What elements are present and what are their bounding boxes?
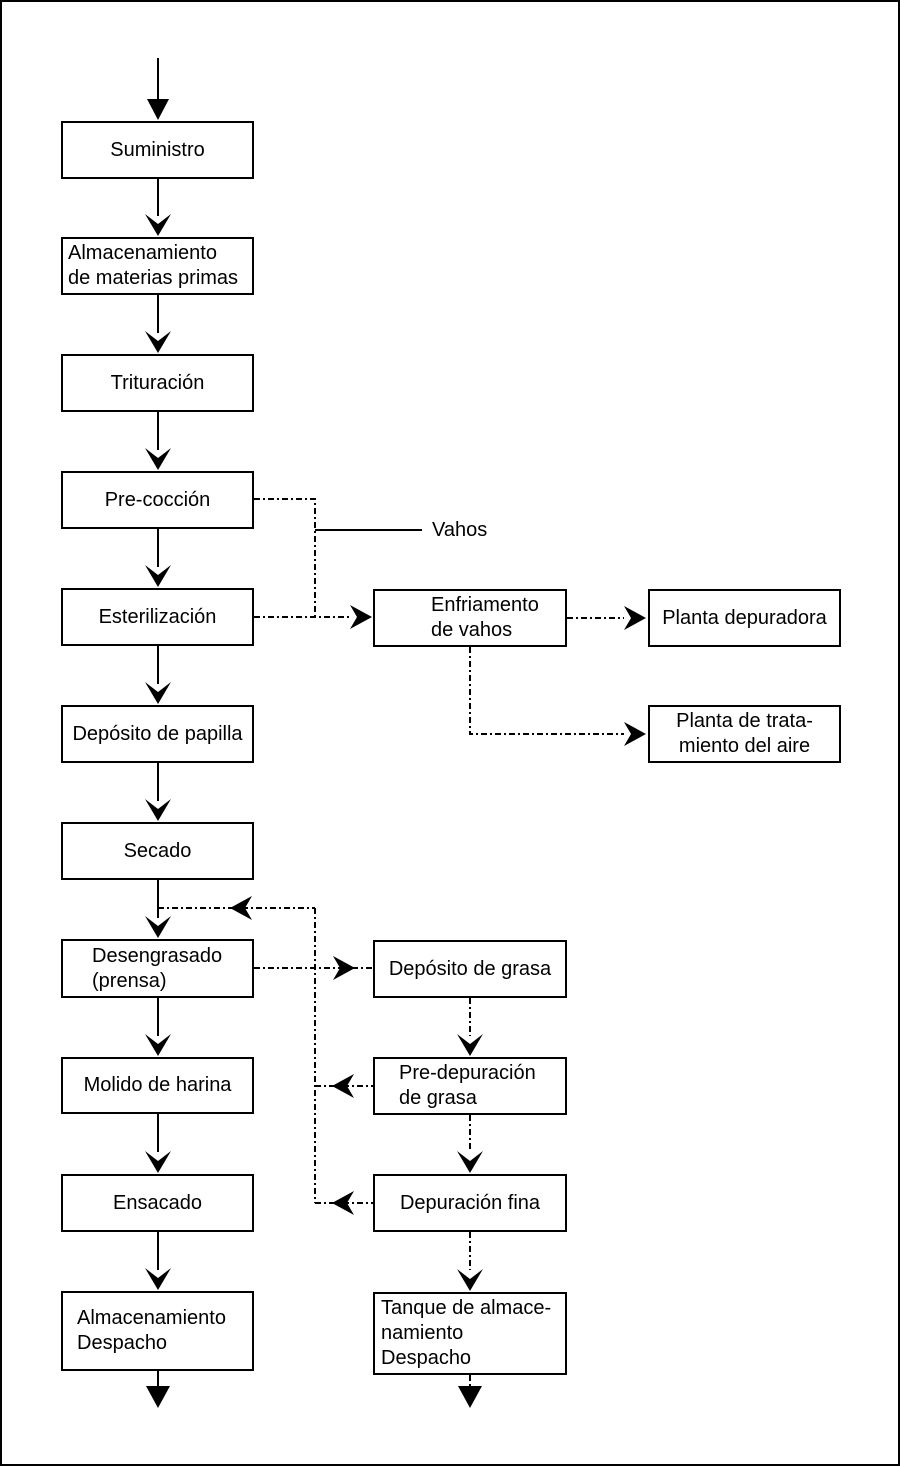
arrowhead-deposito-grasa-predepuracion bbox=[457, 1034, 483, 1056]
node-almacenamiento-despacho: Almacenamiento Despacho bbox=[61, 1291, 254, 1371]
arrowhead-grease-return bbox=[230, 896, 252, 920]
node-enfriamento-vahos: Enfriamento de vahos bbox=[373, 589, 567, 647]
node-suministro-label: Suministro bbox=[110, 138, 205, 161]
arrow-secado-desengrasado bbox=[145, 880, 171, 938]
node-tanque-almacenamiento-label: Tanque de almace- namiento Despacho bbox=[381, 1297, 552, 1369]
arrowhead-predepuracion-return bbox=[332, 1074, 354, 1098]
node-planta-depuradora: Planta depuradora bbox=[648, 589, 841, 647]
arrowhead-desengrasado-deposito-grasa bbox=[333, 956, 355, 980]
flow-entry-arrow bbox=[147, 58, 169, 120]
node-almacenamiento-materias-primas-label: Almacenamiento de materias primas bbox=[68, 242, 239, 289]
arrowhead-predepuracion-depuracion-fina bbox=[457, 1151, 483, 1173]
node-molido-harina-label: Molido de harina bbox=[83, 1074, 232, 1096]
node-enfriamento-vahos-label: Enfriamento de vahos bbox=[431, 594, 539, 641]
node-pre-depuracion-grasa: Pre-depuración de grasa bbox=[373, 1057, 567, 1115]
node-pre-coccion: Pre-cocción bbox=[61, 471, 254, 529]
arrowhead-depuracion-fina-tanque bbox=[457, 1269, 483, 1291]
arrow-ensacado-almacenamiento-despacho bbox=[145, 1232, 171, 1290]
node-desengrasado-label: Desengrasado (prensa) bbox=[92, 944, 223, 992]
arrow-precoccion-esterilizacion bbox=[145, 529, 171, 587]
node-molido-harina: Molido de harina bbox=[61, 1057, 254, 1114]
arrowhead-esterilizacion-enfriamento bbox=[350, 605, 372, 629]
flow-exit-arrow-left bbox=[146, 1371, 170, 1408]
arrowhead-enfriamento-planta-aire bbox=[624, 722, 646, 746]
node-secado: Secado bbox=[61, 822, 254, 880]
node-desengrasado: Desengrasado (prensa) bbox=[61, 939, 254, 998]
node-trituracion-label: Trituración bbox=[110, 371, 205, 394]
node-almacenamiento-materias-primas: Almacenamiento de materias primas bbox=[61, 237, 254, 295]
node-pre-depuracion-grasa-label: Pre-depuración de grasa bbox=[399, 1062, 536, 1109]
arrowhead-enfriamento-planta-depuradora bbox=[624, 606, 646, 630]
node-planta-depuradora-label: Planta depuradora bbox=[662, 606, 827, 629]
node-suministro: Suministro bbox=[61, 121, 254, 179]
node-deposito-papilla: Depósito de papilla bbox=[61, 705, 254, 763]
dashed-precoccion-vahos-line bbox=[254, 498, 316, 617]
node-ensacado-label: Ensacado bbox=[113, 1191, 202, 1214]
node-ensacado: Ensacado bbox=[61, 1174, 254, 1232]
node-deposito-grasa: Depósito de grasa bbox=[373, 940, 567, 998]
node-secado-label: Secado bbox=[123, 839, 192, 862]
node-pre-coccion-label: Pre-cocción bbox=[104, 488, 211, 511]
arrow-esterilizacion-deposito-papilla bbox=[145, 646, 171, 704]
arrow-almacenamiento-trituracion bbox=[145, 295, 171, 353]
node-planta-tratamiento-aire: Planta de trata- miento del aire bbox=[648, 705, 841, 763]
node-almacenamiento-despacho-label: Almacenamiento Despacho bbox=[77, 1307, 226, 1354]
arrow-trituracion-precoccion bbox=[145, 412, 171, 470]
node-planta-tratamiento-aire-label: Planta de trata- miento del aire bbox=[676, 710, 813, 757]
node-trituracion: Trituración bbox=[61, 354, 254, 412]
node-depuracion-fina-label: Depuración fina bbox=[399, 1191, 541, 1214]
node-depuracion-fina: Depuración fina bbox=[373, 1174, 567, 1232]
arrowhead-depuracion-fina-return bbox=[332, 1191, 354, 1215]
label-vahos: Vahos bbox=[432, 519, 488, 541]
node-tanque-almacenamiento: Tanque de almace- namiento Despacho bbox=[373, 1292, 567, 1375]
dashed-enfriamento-planta-aire-line bbox=[469, 647, 624, 735]
node-deposito-grasa-label: Depósito de grasa bbox=[388, 957, 552, 980]
arrow-suministro-almacenamiento bbox=[145, 179, 171, 236]
arrow-deposito-papilla-secado bbox=[145, 763, 171, 821]
node-esterilizacion-label: Esterilización bbox=[98, 605, 217, 628]
flow-exit-arrow-right bbox=[458, 1386, 482, 1408]
arrow-molido-ensacado bbox=[145, 1114, 171, 1173]
node-esterilizacion: Esterilización bbox=[61, 588, 254, 646]
arrow-desengrasado-molido bbox=[145, 998, 171, 1056]
node-deposito-papilla-label: Depósito de papilla bbox=[72, 722, 243, 745]
